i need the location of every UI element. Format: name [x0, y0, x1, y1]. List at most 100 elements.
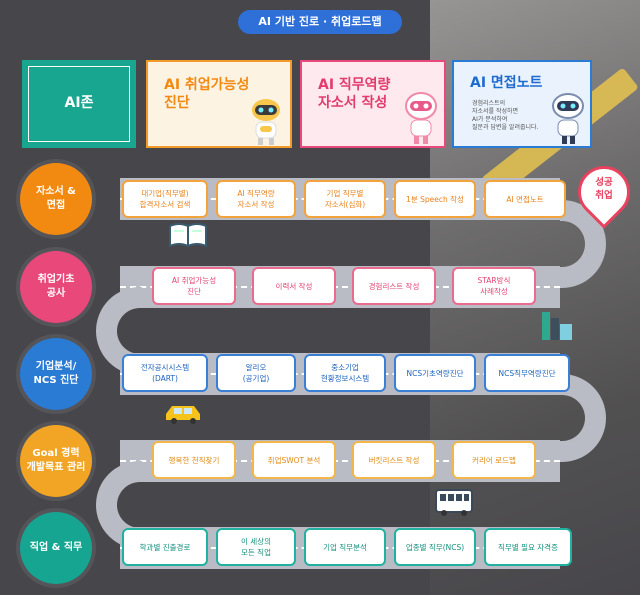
item-line: (DART)	[152, 374, 178, 383]
stage-label-line: NCS 진단	[33, 375, 79, 386]
stage-label-line: 기업분석/	[35, 361, 77, 372]
book-icon	[169, 223, 207, 248]
ai-employability-card[interactable]: AI 취업가능성 진단	[146, 60, 292, 148]
item-line: 학과별 진출경로	[139, 542, 191, 552]
stage-label-line: Goal 경력	[32, 448, 80, 459]
roadmap-item[interactable]: 기업 직무분석	[304, 528, 386, 566]
robot-icon	[252, 99, 280, 145]
item-line: AI 취업가능성	[171, 276, 217, 285]
card-title-line: 진단	[164, 95, 190, 111]
card-description: 경험리스트의 자소서를 작성하면 AI가 분석하여 질문과 답변을 알려줍니다.	[472, 100, 538, 132]
item-line: 대기업(직무별)	[141, 189, 189, 198]
roadmap-item[interactable]: 대기업(직무별) 합격자소서 검색	[122, 180, 208, 218]
card-title-line: 자소서 작성	[318, 95, 388, 111]
item-line: 전자공시시스템	[140, 363, 190, 372]
goal-pin-label: 성공 취업	[586, 176, 622, 202]
item-line: 기업 직무별	[326, 189, 364, 198]
card-title: AI 면접노트	[470, 75, 543, 91]
stage-circle-resume-interview[interactable]: 자소서 & 면접	[20, 163, 92, 235]
roadmap-item[interactable]: 직무별 필요 자격증	[484, 528, 572, 566]
roadmap-item[interactable]: 알리오 (공기업)	[216, 354, 296, 392]
roadmap-item[interactable]: 1분 Speech 작성	[394, 180, 476, 218]
bus-icon	[435, 489, 473, 516]
page-title: AI 기반 진로 · 취업로드맵	[238, 10, 402, 34]
stage-label-line: 면접	[46, 200, 66, 211]
pin-line: 취업	[595, 190, 613, 201]
item-line: (공기업)	[242, 374, 270, 383]
stage-label: 자소서 & 면접	[36, 185, 76, 213]
item-line: 기업 직무분석	[323, 542, 367, 552]
ai-zone-card[interactable]: AI존	[22, 60, 136, 148]
item-line: 직무별 필요 자격증	[498, 542, 558, 552]
item-line: 합격자소서 검색	[139, 200, 191, 209]
item-line: 중소기업	[331, 363, 359, 372]
item-line: STAR방식	[477, 276, 511, 285]
item-line: 진단	[187, 287, 201, 296]
item-line: 알리오	[245, 363, 267, 372]
roadmap-item[interactable]: 행복한 천직찾기	[152, 441, 236, 479]
roadmap-item[interactable]: 취업SWOT 분석	[252, 441, 336, 479]
desc-line: AI가 분석하여	[472, 116, 508, 123]
roadmap-item[interactable]: NCS직무역량진단	[484, 354, 570, 392]
desc-line: 자소서를 작성하면	[472, 108, 519, 115]
item-line: 현황정보시스템	[320, 374, 370, 383]
item-line: 모든 직업	[241, 548, 271, 557]
stage-label-line: 자소서 &	[36, 186, 76, 197]
stage-circle-job[interactable]: 직업 & 직무	[20, 512, 92, 584]
card-title: AI존	[64, 95, 94, 111]
roadmap-item[interactable]: 업종별 직무(NCS)	[394, 528, 476, 566]
card-title-line: AI 취업가능성	[164, 77, 250, 93]
pin-line: 성공	[595, 177, 613, 188]
item-line: NCS기초역량진단	[406, 368, 464, 378]
stage-label-line: 개발목표 관리	[26, 462, 86, 473]
item-line: AI 직무역량	[237, 189, 275, 198]
roadmap-item[interactable]: NCS기초역량진단	[394, 354, 476, 392]
stage-label: 직업 & 직무	[30, 541, 82, 555]
roadmap-item[interactable]: 전자공시시스템 (DART)	[122, 354, 208, 392]
roadmap-item[interactable]: 경험리스트 작성	[352, 267, 436, 305]
item-line: 자소서(심화)	[324, 200, 366, 209]
item-line: 1분 Speech 작성	[406, 194, 464, 204]
desc-line: 경험리스트의	[472, 100, 506, 107]
card-inner-border	[28, 66, 130, 142]
taxi-icon	[166, 406, 200, 424]
ai-job-competency-card[interactable]: AI 직무역량 자소서 작성	[300, 60, 446, 148]
item-line: 업종별 직무(NCS)	[405, 542, 465, 552]
roadmap-item[interactable]: 버킷리스트 작성	[352, 441, 436, 479]
item-line: 자소서 작성	[237, 200, 275, 209]
roadmap-item[interactable]: 학과별 진출경로	[122, 528, 208, 566]
roadmap-item[interactable]: AI 면접노트	[484, 180, 566, 218]
card-title: AI 직무역량 자소서 작성	[318, 76, 390, 112]
roadmap-item[interactable]: 커리어 로드맵	[452, 441, 536, 479]
item-line: 커리어 로드맵	[472, 455, 516, 465]
item-line: 버킷리스트 작성	[368, 455, 420, 465]
robot-icon	[405, 92, 437, 144]
stage-label-line: 취업기초	[37, 274, 75, 285]
item-line: 이 세상의	[241, 537, 271, 546]
stage-label: 기업분석/NCS 진단	[34, 360, 79, 388]
item-line: 행복한 천직찾기	[168, 455, 220, 465]
stage-circle-company-analysis[interactable]: 기업분석/NCS 진단	[20, 338, 92, 410]
card-title: AI 취업가능성 진단	[164, 76, 249, 112]
robot-icon	[552, 93, 584, 144]
stage-label-line: 공사	[46, 288, 66, 299]
roadmap-item[interactable]: 이력서 작성	[252, 267, 336, 305]
item-line: 사례작성	[480, 287, 508, 296]
card-title-line: AI 직무역량	[318, 77, 391, 93]
item-line: 취업SWOT 분석	[267, 455, 321, 465]
desc-line: 질문과 답변을 알려줍니다.	[472, 124, 539, 131]
item-line: 경험리스트 작성	[368, 281, 420, 291]
item-line: 이력서 작성	[275, 281, 313, 291]
stage-label-line: 직업 & 직무	[29, 542, 83, 553]
ai-interview-note-card[interactable]: AI 면접노트 경험리스트의 자소서를 작성하면 AI가 분석하여 질문과 답변…	[452, 60, 592, 148]
